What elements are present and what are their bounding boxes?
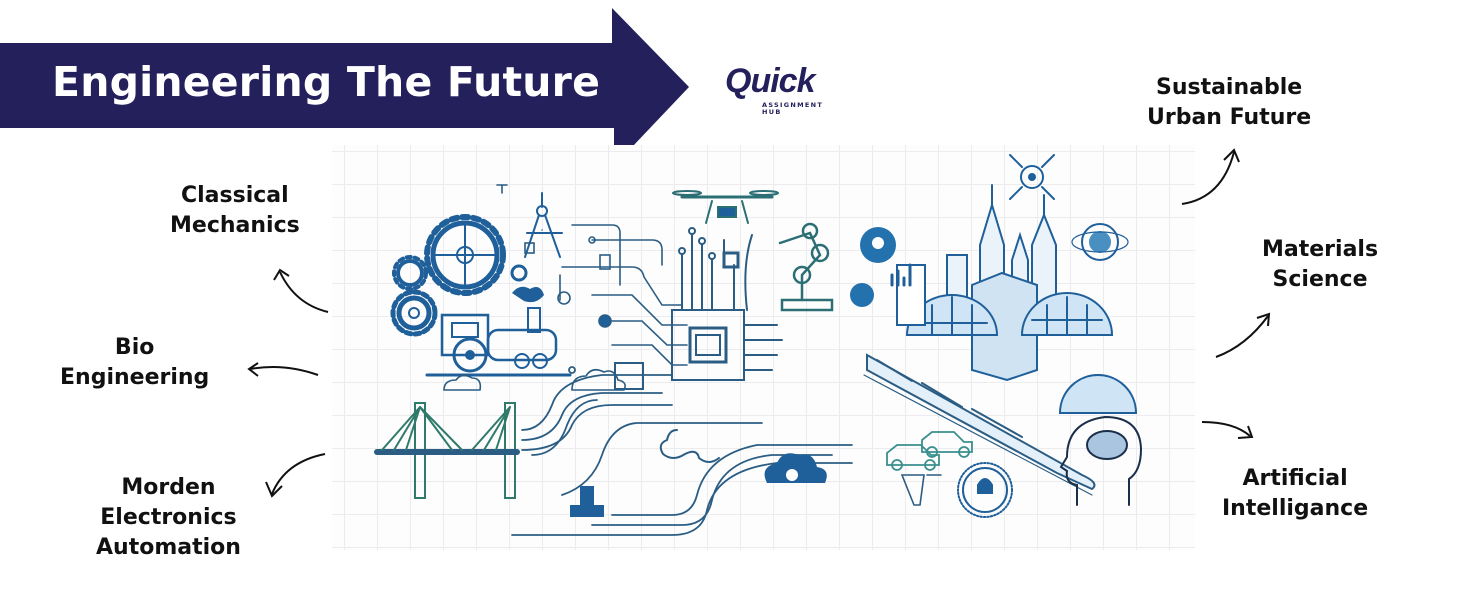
topic-label-line: Automation bbox=[96, 535, 241, 560]
illustration-panel bbox=[332, 145, 1195, 550]
curved-arrow-icon bbox=[1181, 148, 1240, 205]
logo-subtitle-line2: HUB bbox=[762, 108, 782, 116]
gear-icon bbox=[390, 289, 438, 337]
suspension-bridge-icon bbox=[374, 402, 520, 499]
topic-label-line: Artificial bbox=[1242, 466, 1348, 491]
topic-bio-engineering: Bio Engineering bbox=[60, 333, 209, 393]
curved-arrow-icon bbox=[1201, 421, 1254, 439]
bar-chart-icon bbox=[890, 263, 912, 287]
gear-icon bbox=[392, 255, 428, 291]
logo-wordmark: Quick bbox=[725, 62, 815, 100]
arrow-shape bbox=[0, 8, 689, 166]
topic-label-line: Electronics bbox=[100, 505, 237, 530]
geodesic-dome-icon bbox=[905, 292, 1138, 414]
drafting-compass-icon bbox=[524, 192, 563, 258]
topic-sustainable-urban-future: Sustainable Urban Future bbox=[1147, 73, 1311, 133]
ai-brain-head-icon bbox=[1059, 415, 1143, 506]
topic-materials-science: Materials Science bbox=[1262, 235, 1378, 295]
satellite-icon bbox=[1009, 154, 1055, 200]
topic-label-line: Intelligance bbox=[1222, 496, 1369, 521]
cloud-icon bbox=[443, 368, 626, 391]
skyscraper-icon bbox=[946, 184, 1057, 382]
topic-label-line: Bio bbox=[114, 335, 155, 360]
topic-label-line: Science bbox=[1272, 267, 1368, 292]
topic-label-line: Mechanics bbox=[170, 213, 300, 238]
high-speed-train-icon bbox=[863, 353, 1096, 496]
curved-arrow-icon bbox=[247, 362, 319, 377]
microchip-icon bbox=[614, 227, 783, 390]
drone-icon bbox=[672, 190, 779, 224]
topic-label-line: Urban Future bbox=[1147, 105, 1312, 130]
topic-classical-mechanics: Classical Mechanics bbox=[170, 181, 300, 241]
topic-label-line: Engineering bbox=[60, 365, 210, 390]
gear-icon bbox=[424, 214, 506, 296]
wireless-badge-icon bbox=[850, 283, 874, 307]
steam-locomotive-icon bbox=[425, 286, 572, 377]
topic-label-line: Materials bbox=[1262, 237, 1379, 262]
lightbulb-gauge-icon bbox=[957, 462, 1013, 518]
topic-artificial-intelligence: Artificial Intelligance bbox=[1222, 464, 1368, 524]
logo-subtitle: ASSIGNMENT HUB bbox=[762, 102, 823, 116]
curved-arrow-icon bbox=[273, 268, 329, 313]
topic-label-line: Classical bbox=[181, 183, 289, 208]
topic-label-line: Sustainable bbox=[1155, 75, 1303, 100]
robotic-arm-icon bbox=[778, 222, 834, 312]
topic-label-line: Morden bbox=[121, 475, 216, 500]
curved-arrow-icon bbox=[1215, 312, 1271, 358]
brand-logo: Quick ASSIGNMENT HUB bbox=[725, 62, 835, 116]
car-icon bbox=[886, 431, 973, 471]
topic-modern-electronics-automation: Morden Electronics Automation bbox=[96, 473, 241, 563]
logo-subtitle-line1: ASSIGNMENT bbox=[762, 101, 824, 109]
curved-arrow-icon bbox=[265, 453, 326, 498]
cloud-lightbulb-icon bbox=[764, 453, 827, 483]
brain-globe-icon bbox=[1071, 223, 1129, 261]
engineering-illustration bbox=[374, 154, 1143, 536]
page-title: Engineering The Future bbox=[52, 58, 601, 106]
title-banner-arrow: Engineering The Future bbox=[0, 0, 700, 170]
